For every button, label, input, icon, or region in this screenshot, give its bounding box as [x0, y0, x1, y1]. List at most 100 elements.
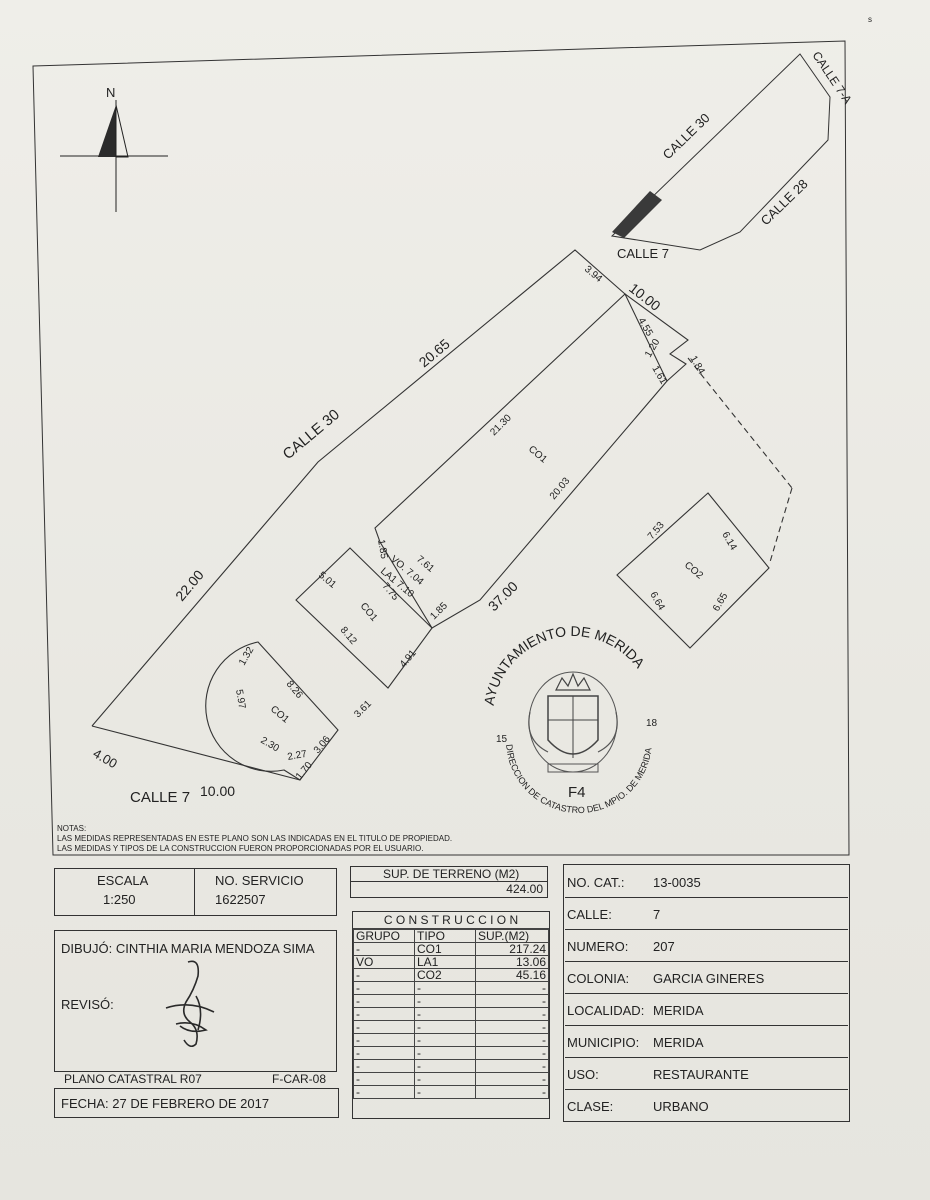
info-key: NUMERO:: [567, 939, 629, 954]
scale-value: 1:250: [103, 892, 136, 907]
dim-6-14: 6.14: [719, 530, 738, 553]
scale-service-box: ESCALA 1:250 NO. SERVICIO 1622507: [54, 868, 337, 916]
header-area: SUP.(M2): [475, 929, 549, 943]
group-cell: -: [353, 1020, 415, 1034]
info-row-cat: NO. CAT.:13-0035: [565, 866, 848, 898]
seal-top-text: AYUNTAMIENTO DE MERIDA: [481, 623, 649, 707]
info-key: CLASE:: [567, 1099, 614, 1114]
type-cell: -: [414, 1046, 476, 1060]
dim-1-84: 1.84: [687, 354, 706, 377]
building-co1-small: [205, 641, 339, 781]
reviewed-by: REVISÓ:: [61, 997, 114, 1012]
group-cell: VO: [353, 955, 415, 969]
zone-co2: CO2: [682, 560, 705, 582]
type-cell: -: [414, 1059, 476, 1073]
info-key: CALLE:: [567, 907, 612, 922]
dim-10-00-bottom: 10.00: [200, 783, 235, 799]
dim-20-65: 20.65: [416, 335, 453, 370]
info-value: MERIDA: [653, 1003, 704, 1018]
property-info-panel: [563, 864, 850, 1122]
inset-street-calle30: CALLE 30: [660, 110, 713, 162]
type-cell: -: [414, 981, 476, 995]
zone-co1-small: CO1: [268, 704, 291, 726]
table-row: ---: [353, 1033, 549, 1047]
building-co1-middle: [295, 547, 433, 689]
form-code: F-CAR-08: [272, 1072, 327, 1086]
dim-8-26: 8.26: [284, 679, 305, 701]
signature: [165, 960, 215, 1048]
group-cell: -: [353, 1059, 415, 1073]
type-cell: CO2: [414, 968, 476, 982]
dim-1-61: 1.61: [649, 364, 668, 387]
plan-date: FECHA: 27 DE FEBRERO DE 2017: [61, 1096, 270, 1111]
location-inset-map: [610, 53, 831, 251]
seal-bottom-text: DIRECCION DE CATASTRO DEL MPIO. DE MERID…: [504, 744, 654, 815]
info-key: MUNICIPIO:: [567, 1035, 640, 1050]
info-value: URBANO: [653, 1099, 709, 1114]
info-value: 207: [653, 939, 675, 954]
construction-title: C O N S T R U C C I O N: [353, 912, 549, 929]
area-cell: -: [475, 1033, 549, 1047]
type-cell: -: [414, 1007, 476, 1021]
drafting-box: DIBUJÓ: CINTHIA MARIA MENDOZA SIMA REVIS…: [54, 930, 337, 1072]
info-key: USO:: [567, 1067, 599, 1082]
dim-21-30: 21.30: [488, 412, 514, 438]
notes-line-1: LAS MEDIDAS REPRESENTADAS EN ESTE PLANO …: [57, 834, 453, 843]
north-label: N: [106, 85, 115, 100]
dim-4-91: 4.91: [398, 648, 419, 670]
construction-header-row: GRUPO TIPO SUP.(M2): [353, 929, 549, 943]
group-cell: -: [353, 1007, 415, 1021]
seal-code: F4: [568, 784, 586, 801]
info-row-municipality: MUNICIPIO: MERIDA: [565, 1026, 848, 1058]
area-cell: -: [475, 1059, 549, 1073]
area-cell: 45.16: [475, 968, 549, 982]
info-value: MERIDA: [653, 1035, 704, 1050]
dim-1-85-a: 1.85: [375, 539, 389, 561]
notes-heading: NOTAS:: [57, 824, 87, 833]
scale-label: ESCALA: [97, 873, 149, 888]
dim-4-00: 4.00: [91, 746, 120, 772]
dim-3-94: 3.94: [582, 264, 604, 285]
dim-3-61: 3.61: [352, 698, 374, 720]
divider: [194, 869, 195, 915]
plan-notes: NOTAS: LAS MEDIDAS REPRESENTADAS EN ESTE…: [57, 824, 452, 854]
table-row: ---: [353, 981, 549, 995]
group-cell: -: [353, 1046, 415, 1060]
table-row: ---: [353, 1085, 549, 1099]
lot-boundary: [91, 249, 793, 781]
municipal-seal: AYUNTAMIENTO DE MERIDA DIRECCION DE CATA…: [481, 623, 658, 815]
type-cell: -: [414, 994, 476, 1008]
area-cell: -: [475, 1085, 549, 1099]
inset-street-calle28: CALLE 28: [758, 176, 811, 228]
dim-37-00: 37.00: [485, 578, 521, 614]
header-group: GRUPO: [353, 929, 415, 943]
date-box: FECHA: 27 DE FEBRERO DE 2017: [54, 1088, 339, 1118]
dim-4-55: 4.55: [635, 316, 654, 339]
area-cell: -: [475, 981, 549, 995]
area-cell: -: [475, 1020, 549, 1034]
group-cell: -: [353, 1033, 415, 1047]
building-co1-large: [374, 293, 668, 629]
table-row: ---: [353, 1007, 549, 1021]
info-row-locality: LOCALIDAD:MERIDA: [565, 994, 848, 1026]
dim-1-70: 1.70: [294, 760, 315, 782]
zone-co1-large: CO1: [526, 444, 549, 466]
divider: [351, 881, 547, 882]
north-arrow-icon: [60, 100, 168, 212]
seal-left-number: 15: [496, 734, 508, 745]
land-area-box: SUP. DE TERRENO (M2) 424.00: [350, 866, 548, 898]
service-value: 1622507: [215, 892, 266, 907]
group-cell: -: [353, 981, 415, 995]
area-cell: -: [475, 1072, 549, 1086]
area-cell: -: [475, 1007, 549, 1021]
construction-table: C O N S T R U C C I O N GRUPO TIPO SUP.(…: [352, 911, 550, 1119]
drawing-frame: [32, 40, 850, 856]
info-row-use: USO:RESTAURANTE: [565, 1058, 848, 1090]
group-cell: -: [353, 968, 415, 982]
